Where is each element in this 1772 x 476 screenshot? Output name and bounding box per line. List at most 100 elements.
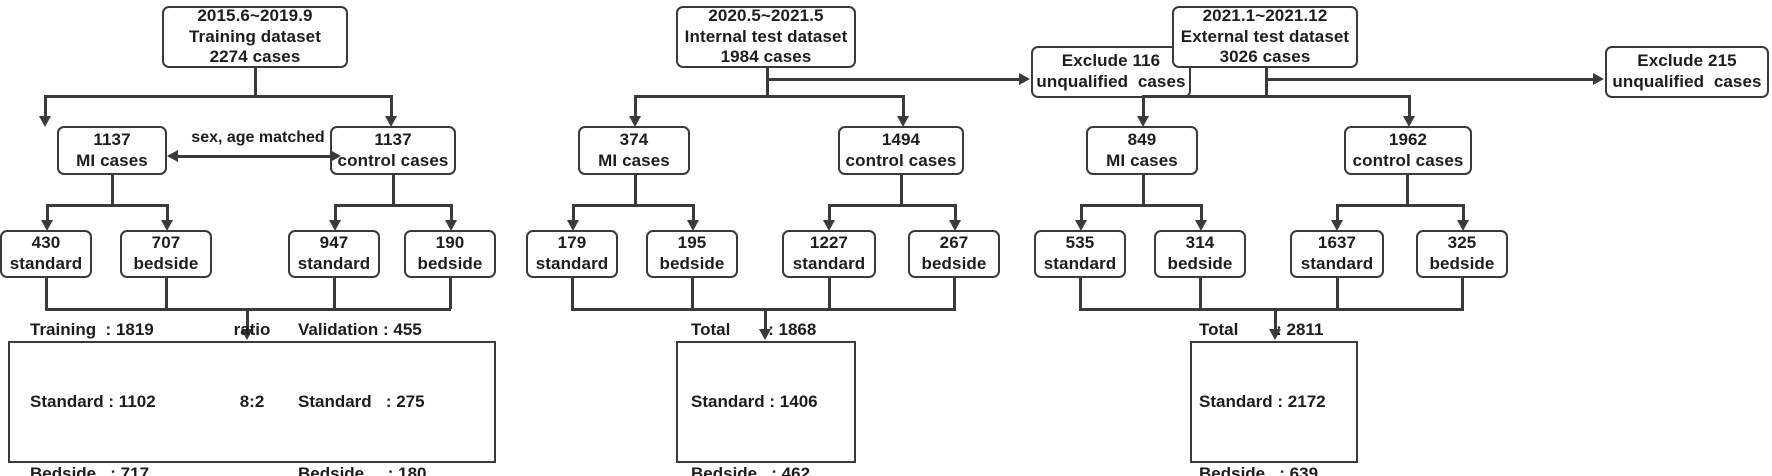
head-line-2: Training dataset <box>189 26 321 46</box>
exclude-line-2: unqualified cases <box>1612 72 1762 91</box>
leaf-count: 947 <box>319 233 349 253</box>
summary-row: Bedside : 717 <box>30 464 150 476</box>
panel-external-leaf-box: 325 bedside <box>1416 230 1508 278</box>
connector <box>634 175 637 205</box>
control-count: 1962 <box>1388 129 1428 149</box>
panel-internal-leaf-box: 179 standard <box>526 230 618 278</box>
connector <box>45 278 48 309</box>
connector <box>1080 204 1083 221</box>
connector <box>572 204 575 221</box>
arrow-down-icon <box>41 220 53 231</box>
summary-row: Total : 1868 <box>691 319 817 339</box>
panel-external-exclude-box: Exclude 215 unqualified cases <box>1605 46 1769 98</box>
arrow-down-icon <box>329 220 341 231</box>
head-line-1: 2015.6~2019.9 <box>197 5 313 25</box>
connector <box>828 204 956 207</box>
connector <box>1336 204 1464 207</box>
connector <box>1461 278 1464 309</box>
connector <box>902 95 905 117</box>
connector <box>828 204 831 221</box>
arrow-down-icon <box>1137 116 1149 127</box>
summary-ratio-label: ratio <box>233 319 271 339</box>
mi-label: MI cases <box>1106 150 1178 170</box>
panel-training-control-box: 1137 control cases <box>330 126 456 175</box>
arrow-down-icon <box>1457 220 1469 231</box>
connector <box>764 308 767 331</box>
head-line-1: 2021.1~2021.12 <box>1202 5 1328 25</box>
connector <box>450 204 453 221</box>
arrow-left-icon <box>167 150 178 162</box>
panel-internal-leaf-box: 195 bedside <box>646 230 738 278</box>
mi-label: MI cases <box>76 150 148 170</box>
mi-count: 374 <box>619 129 649 149</box>
exclude-line-2: unqualified cases <box>1036 72 1186 91</box>
mi-count: 849 <box>1127 129 1157 149</box>
summary-row: Standard : 1102 <box>30 391 156 411</box>
control-count: 1137 <box>374 129 412 149</box>
connector <box>691 278 694 309</box>
panel-external-leaf-box: 1637 standard <box>1290 230 1384 278</box>
summary-row: Standard : 275 <box>298 391 425 411</box>
leaf-label: standard <box>297 254 371 273</box>
connector <box>1200 204 1203 221</box>
connector <box>334 204 337 221</box>
connector <box>1080 204 1202 207</box>
connector <box>392 175 395 205</box>
connector <box>178 155 330 158</box>
leaf-label: standard <box>9 254 83 273</box>
summary-row: Bedside : 462 <box>691 464 811 476</box>
mi-count: 1137 <box>93 129 131 149</box>
panel-internal-mi-box: 374 MI cases <box>578 126 690 175</box>
leaf-label: standard <box>792 254 866 273</box>
connector <box>692 204 695 221</box>
leaf-count: 707 <box>151 233 181 253</box>
arrow-down-icon <box>687 220 699 231</box>
panel-internal-control-box: 1494 control cases <box>838 126 964 175</box>
connector <box>1079 278 1082 309</box>
connector <box>634 95 637 117</box>
head-line-3: 2274 cases <box>209 47 301 67</box>
leaf-label: bedside <box>659 254 725 273</box>
panel-training-edge-label: sex, age matched <box>191 129 325 146</box>
panel-internal-leaf-box: 1227 standard <box>782 230 876 278</box>
arrow-down-icon <box>161 220 173 231</box>
arrow-down-icon <box>1075 220 1087 231</box>
connector <box>1079 308 1464 311</box>
connector <box>1142 95 1145 117</box>
panel-external-head-box: 2021.1~2021.12 External test dataset 302… <box>1172 6 1358 68</box>
head-line-2: Internal test dataset <box>684 26 848 46</box>
arrow-down-icon <box>445 220 457 231</box>
connector <box>1265 78 1594 81</box>
leaf-label: standard <box>1043 254 1117 273</box>
connector <box>1142 175 1145 205</box>
panel-training-head-box: 2015.6~2019.9 Training dataset 2274 case… <box>162 6 348 68</box>
connector <box>1408 95 1411 117</box>
connector <box>954 204 957 221</box>
connector <box>165 278 168 309</box>
connector <box>1462 204 1465 221</box>
connector <box>1142 95 1410 98</box>
panel-training-mi-box: 1137 MI cases <box>57 126 167 175</box>
summary-row: Total : 2811 <box>1199 319 1324 339</box>
arrow-down-icon <box>897 116 909 127</box>
control-label: control cases <box>845 150 957 170</box>
summary-row: Bedside : 639 <box>1199 464 1319 476</box>
leaf-label: standard <box>1300 254 1374 273</box>
connector <box>390 95 393 117</box>
panel-external-summary-box: Total : 2811 Standard : 2172 Bedside : 6… <box>1190 320 1358 476</box>
arrow-right-icon <box>1593 73 1604 85</box>
connector <box>449 278 452 309</box>
connector <box>246 308 249 331</box>
arrow-down-icon <box>759 329 771 340</box>
summary-row: Standard : 2172 <box>1199 391 1326 411</box>
connector <box>46 204 49 221</box>
panel-training-leaf-box: 430 standard <box>0 230 92 278</box>
head-line-1: 2020.5~2021.5 <box>708 5 824 25</box>
summary-ratio-value: 8:2 <box>239 391 265 411</box>
summary-row: Training : 1819 <box>30 319 154 339</box>
head-line-3: 1984 cases <box>720 47 812 67</box>
connector <box>900 175 903 205</box>
control-count: 1494 <box>881 129 921 149</box>
panel-training-leaf-box: 707 bedside <box>120 230 212 278</box>
